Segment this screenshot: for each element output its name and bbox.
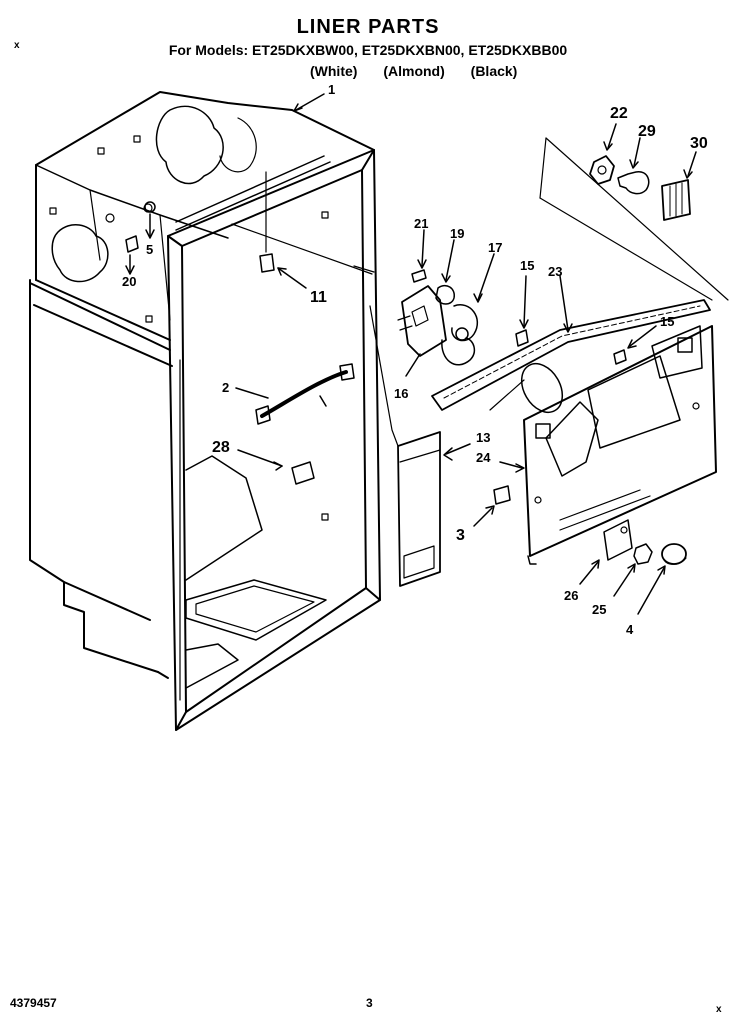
callout-26: 26 [564, 588, 578, 603]
callout-11: 11 [310, 289, 327, 306]
light-socket-22 [589, 123, 617, 185]
callout-2: 2 [222, 380, 229, 395]
screw-21 [411, 229, 427, 283]
callout-4: 4 [626, 622, 634, 637]
mounting-plate-26 [579, 519, 633, 585]
clip-20 [125, 235, 139, 275]
screw-15-left [515, 275, 529, 347]
grommet-19 [435, 239, 455, 305]
fan-motor-bracket [397, 285, 447, 357]
callout-28: 28 [212, 439, 230, 456]
callout-25: 25 [592, 602, 606, 617]
variant-almond: (Almond) [383, 63, 445, 79]
air-duct-23 [431, 275, 711, 413]
callout-20: 20 [122, 274, 136, 289]
callout-15-right: 15 [660, 314, 674, 329]
callout-30: 30 [690, 135, 708, 152]
light-bracket-outline [539, 137, 729, 301]
callout-1: 1 [328, 82, 335, 97]
screw-15-right [613, 325, 657, 365]
nut-25 [613, 543, 653, 597]
callout-21: 21 [414, 216, 428, 231]
callout-15-left: 15 [520, 258, 534, 273]
fan-blade-17 [441, 253, 495, 366]
models-subtitle: For Models: ET25DKXBW00, ET25DKXBN00, ET… [168, 42, 568, 58]
callout-22: 22 [610, 105, 628, 122]
callout-16: 16 [394, 386, 408, 401]
drain-trough-13 [369, 305, 471, 587]
variant-white: (White) [310, 63, 358, 79]
callout-3: 3 [456, 527, 465, 544]
callout-23: 23 [548, 264, 562, 279]
color-variants: (White) (Almond) (Black) [310, 63, 539, 79]
corner-mark-bottom-right: x [716, 1004, 722, 1015]
connector-28 [237, 449, 315, 485]
page-number: 3 [366, 996, 373, 1010]
part-number: 4379457 [10, 996, 57, 1010]
screw-3 [473, 485, 511, 527]
page-title: LINER PARTS [296, 16, 440, 38]
corner-mark-top-left: x [14, 40, 20, 51]
connector-11 [259, 171, 307, 289]
callout-13: 13 [476, 430, 490, 445]
callout-29: 29 [638, 123, 656, 140]
callout-24: 24 [476, 450, 491, 465]
callout-19: 19 [450, 226, 464, 241]
callout-5: 5 [146, 242, 153, 257]
knob-4 [637, 543, 687, 615]
callout-17: 17 [488, 240, 502, 255]
wire-harness-2 [235, 363, 355, 425]
screw-5 [144, 201, 156, 239]
variant-black: (Black) [470, 63, 518, 79]
control-housing-24 [499, 325, 717, 565]
liner-cabinet [29, 91, 381, 731]
light-shield-30 [661, 151, 697, 221]
leader-1 [295, 93, 325, 111]
light-bulb-29 [617, 137, 650, 195]
fan-leader-16 [405, 353, 421, 377]
